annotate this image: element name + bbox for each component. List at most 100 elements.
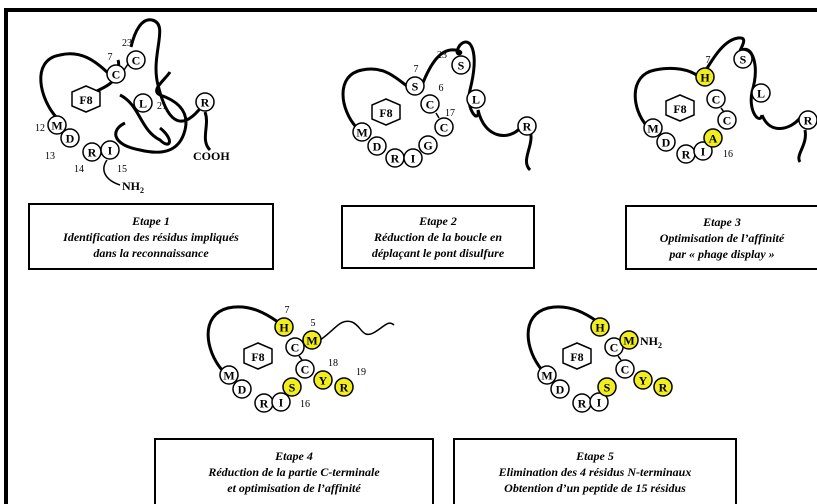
step4-line1: Réduction de la partie C-terminale bbox=[156, 464, 432, 480]
step3-res-S-label: S bbox=[740, 53, 747, 67]
step3-caption: Etape 3 Optimisation de l’affinité par «… bbox=[625, 205, 817, 270]
step1-diagram: F8 M D R I C C L R 12 13 14 15 7 23 21 bbox=[35, 20, 230, 195]
step4-res-H-label: H bbox=[279, 321, 289, 335]
step4-num-18: 18 bbox=[328, 358, 338, 369]
step2-line2: déplaçant le pont disulfure bbox=[343, 245, 533, 261]
step5-res-C-high-label: C bbox=[610, 341, 619, 355]
step2-res-G-label: G bbox=[423, 139, 432, 153]
step3-diagram: F8 M D R I A C C H S L R 7 16 bbox=[635, 38, 817, 163]
step1-res-C23-label: C bbox=[132, 54, 141, 68]
step1-res-R-cterm-label: R bbox=[201, 96, 210, 110]
step4-res-D-label: D bbox=[238, 383, 247, 397]
step5-res-R-cterm-label: R bbox=[659, 381, 668, 395]
step4-res-M-label: M bbox=[223, 369, 234, 383]
step1-cterm-tail bbox=[205, 112, 210, 150]
step5-res-Y-label: Y bbox=[639, 374, 648, 388]
step2-res-I-label: I bbox=[411, 152, 416, 166]
step5-res-S-label: S bbox=[604, 381, 611, 395]
step5-res-M-nterm-label: M bbox=[623, 334, 634, 348]
step4-title: Etape 4 bbox=[156, 448, 432, 464]
step3-res-L-label: L bbox=[757, 87, 765, 101]
step4-res-I-label: I bbox=[279, 396, 284, 410]
step1-disulfide bbox=[124, 64, 128, 70]
step1-line2: dans la reconnaissance bbox=[30, 245, 272, 261]
step1-res-L-label: L bbox=[139, 97, 147, 111]
step1-nh2: NH2 bbox=[122, 179, 144, 195]
step2-res-M-label: M bbox=[356, 126, 367, 140]
step3-num-7: 7 bbox=[706, 55, 711, 66]
step2-ring-label: F8 bbox=[379, 106, 392, 120]
step4-res-R-label: R bbox=[260, 397, 269, 411]
step2-line1: Réduction de la boucle en bbox=[343, 229, 533, 245]
step3-num-16: 16 bbox=[723, 149, 733, 160]
step3-res-C-high-label: C bbox=[712, 93, 721, 107]
step3-res-M-label: M bbox=[647, 122, 658, 136]
step5-res-C-low-label: C bbox=[621, 363, 630, 377]
step5-res-H-label: H bbox=[595, 321, 605, 335]
step5-line1: Elimination des 4 résidus N-terminaux bbox=[455, 464, 735, 480]
step2-num-17: 17 bbox=[445, 108, 455, 119]
step1-line1: Identification des résidus impliqués bbox=[30, 229, 272, 245]
step4-ring-label: F8 bbox=[251, 350, 264, 364]
step1-ring-label: F8 bbox=[79, 93, 92, 107]
step2-res-S7-label: S bbox=[412, 80, 419, 94]
step3-res-D-label: D bbox=[662, 136, 671, 150]
step3-title: Etape 3 bbox=[627, 214, 817, 230]
step2-res-D-label: D bbox=[373, 140, 382, 154]
step1-num-15: 15 bbox=[117, 164, 127, 175]
step3-res-H-label: H bbox=[700, 71, 710, 85]
step5-res-M-label: M bbox=[541, 369, 552, 383]
step1-res-R-label: R bbox=[88, 146, 97, 160]
step1-num-21: 21 bbox=[157, 101, 167, 112]
step5-disulfide bbox=[618, 356, 621, 360]
step5-res-D-label: D bbox=[556, 383, 565, 397]
step1-res-M-label: M bbox=[51, 119, 62, 133]
step3-res-C-low-label: C bbox=[723, 114, 732, 128]
step2-res-C17-label: C bbox=[440, 121, 449, 135]
step5-ring-label: F8 bbox=[570, 350, 583, 364]
step4-disulfide bbox=[299, 356, 302, 360]
step2-res-S23-label: S bbox=[458, 59, 465, 73]
step4-res-M-nterm-label: M bbox=[306, 334, 317, 348]
step1-num-23: 23 bbox=[122, 38, 132, 49]
step4-res-Y-label: Y bbox=[319, 374, 328, 388]
step4-diagram: F8 M D R I S C Y R C H M 7 5 bbox=[208, 305, 394, 412]
step3-line1: Optimisation de l’affinité bbox=[627, 230, 817, 246]
step4-num-16: 16 bbox=[300, 399, 310, 410]
step2-caption: Etape 2 Réduction de la boucle en déplaç… bbox=[341, 205, 535, 269]
step3-line2: par « phage display » bbox=[627, 246, 817, 262]
step4-res-S-label: S bbox=[289, 381, 296, 395]
step4-res-C-high-label: C bbox=[291, 341, 300, 355]
step3-res-R-cterm-label: R bbox=[804, 114, 813, 128]
step2-res-R-cterm-label: R bbox=[523, 120, 532, 134]
step2-title: Etape 2 bbox=[343, 213, 533, 229]
step3-res-A-label: A bbox=[709, 132, 718, 146]
step2-res-C6-label: C bbox=[426, 98, 435, 112]
step1-num-13: 13 bbox=[45, 151, 55, 162]
step4-num-5: 5 bbox=[311, 318, 316, 329]
step4-line2: et optimisation de l’affinité bbox=[156, 480, 432, 496]
step3-ring-label: F8 bbox=[673, 102, 686, 116]
step5-diagram: F8 M D R I S C Y R C H M NH2 bbox=[528, 307, 672, 412]
step4-res-R-cterm-label: R bbox=[340, 381, 349, 395]
step5-nh2: NH2 bbox=[640, 334, 662, 350]
step2-num-23: 23 bbox=[437, 50, 447, 61]
step2-res-R-label: R bbox=[391, 152, 400, 166]
step2-num-7: 7 bbox=[414, 64, 419, 75]
step5-res-I-label: I bbox=[597, 396, 602, 410]
step1-caption: Etape 1 Identification des résidus impli… bbox=[28, 203, 274, 270]
step2-diagram: F8 M D R I G C C S S L R 7 6 bbox=[343, 42, 536, 170]
step1-num-12: 12 bbox=[35, 123, 45, 134]
step3-res-R-label: R bbox=[682, 148, 691, 162]
step3-res-I-label: I bbox=[701, 145, 706, 159]
step1-num-14: 14 bbox=[74, 164, 84, 175]
step5-title: Etape 5 bbox=[455, 448, 735, 464]
step1-num-7: 7 bbox=[108, 52, 113, 63]
step1-res-C7-label: C bbox=[112, 68, 121, 82]
step4-num-7: 7 bbox=[285, 305, 290, 316]
step1-title: Etape 1 bbox=[30, 213, 272, 229]
step4-num-19: 19 bbox=[356, 367, 366, 378]
step4-cterm-tail bbox=[320, 321, 394, 340]
step2-res-L-label: L bbox=[472, 93, 480, 107]
step2-num-6: 6 bbox=[439, 83, 444, 94]
